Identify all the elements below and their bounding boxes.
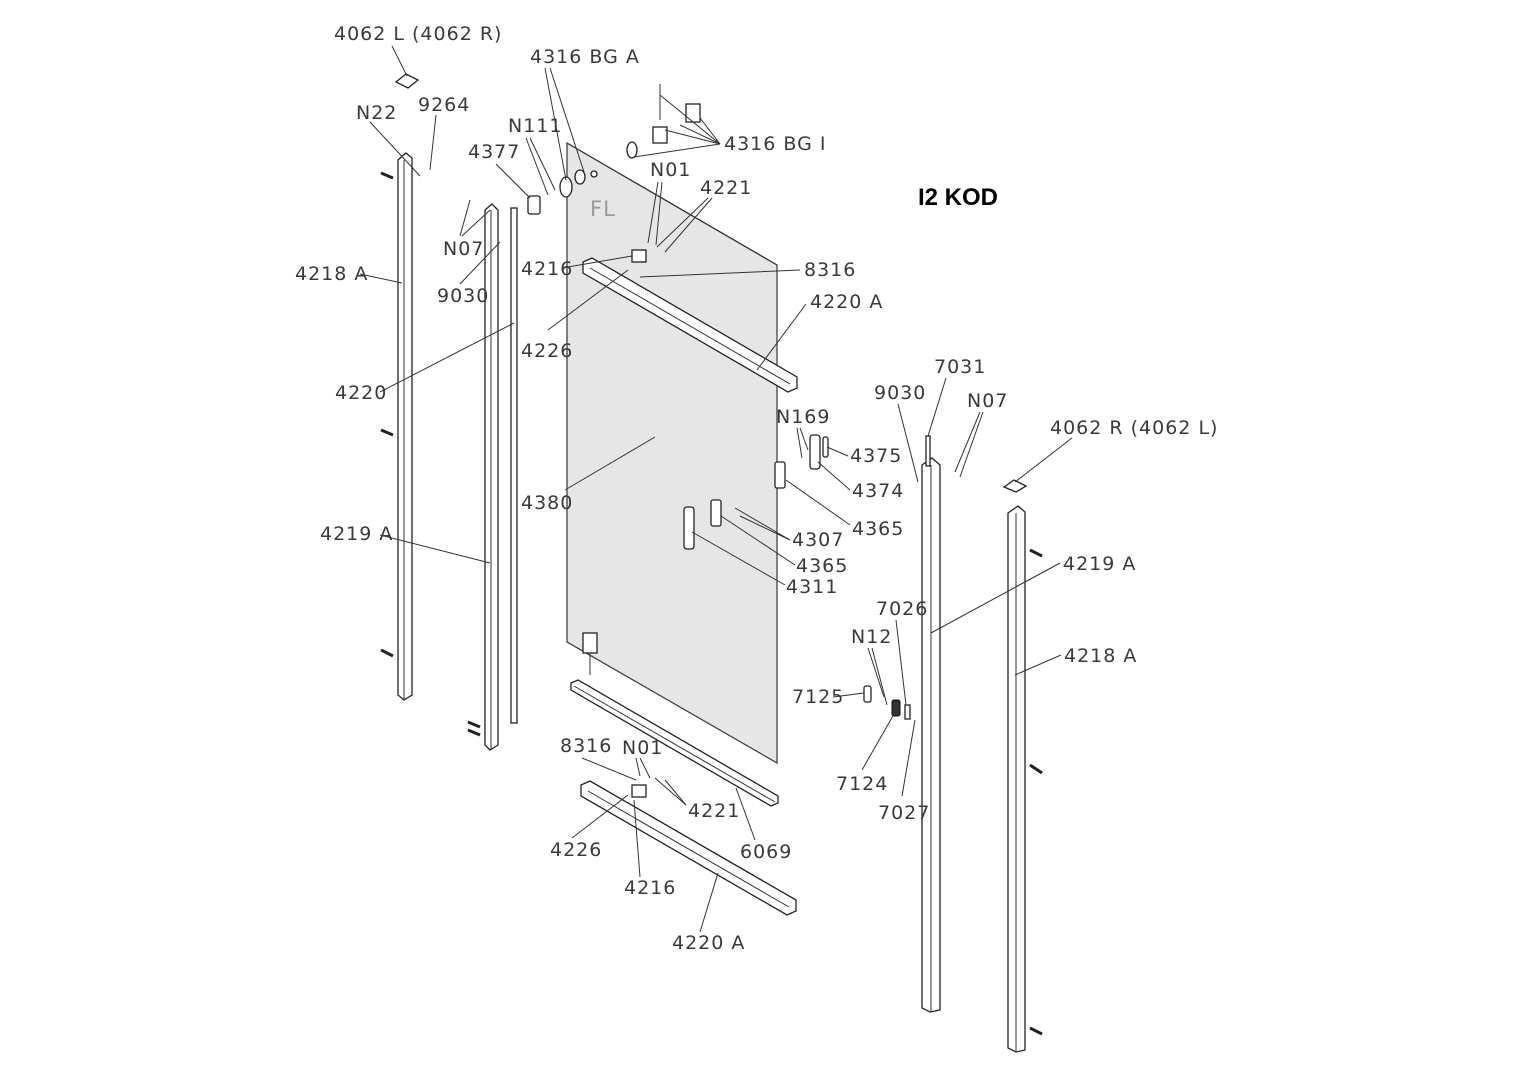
label-4316-BG-I: 4316 BG I — [724, 133, 826, 155]
label-9030-right: 9030 — [874, 382, 926, 404]
label-7031: 7031 — [934, 356, 986, 378]
label-9264: 9264 — [418, 94, 470, 116]
label-N07-left: N07 — [443, 238, 484, 260]
label-4377: 4377 — [468, 141, 520, 163]
label-4218A-right: 4218 A — [1064, 645, 1137, 667]
label-4221-bottom: 4221 — [688, 800, 740, 822]
profile-4218A-left — [397, 152, 413, 701]
label-4220A-bottom: 4220 A — [672, 932, 745, 954]
label-N01-top: N01 — [650, 159, 691, 181]
magnet-7125 — [863, 685, 872, 703]
label-9030-left: 9030 — [437, 285, 489, 307]
label-7124: 7124 — [836, 773, 888, 795]
clamp-4216-top — [631, 249, 647, 263]
label-4380: 4380 — [521, 492, 573, 514]
label-4226-bottom: 4226 — [550, 839, 602, 861]
label-4216-top: 4216 — [521, 258, 573, 280]
hinge-4316-BG-I — [652, 126, 668, 144]
label-4307: 4307 — [792, 529, 844, 551]
label-4218A-left: 4218 A — [295, 263, 368, 285]
label-4375: 4375 — [850, 445, 902, 467]
cover-4377 — [527, 195, 541, 215]
end-cap-4062L — [394, 73, 420, 89]
label-8316-bottom: 8316 — [560, 735, 612, 757]
label-N12: N12 — [851, 626, 892, 648]
label-4216-bottom: 4216 — [624, 877, 676, 899]
label-7125: 7125 — [792, 686, 844, 708]
label-4316-BG-A: 4316 BG A — [530, 46, 640, 68]
profile-4219A-right — [921, 435, 941, 1013]
label-4062L: 4062 L (4062 R) — [334, 23, 502, 45]
label-7027: 7027 — [878, 802, 930, 824]
profile-4218A-right — [1007, 505, 1026, 1053]
label-4311: 4311 — [786, 576, 838, 598]
label-N07-right: N07 — [967, 390, 1008, 412]
screws — [380, 171, 1043, 1036]
leader-lines — [359, 45, 1073, 933]
handle-4311 — [683, 506, 695, 550]
profile-4220-seal — [510, 207, 518, 724]
label-N111: N111 — [508, 115, 562, 137]
glass-marking-fl: FL — [590, 197, 616, 221]
handle-4365 — [774, 461, 786, 489]
label-4220A-top: 4220 A — [810, 291, 883, 313]
label-7026: 7026 — [876, 598, 928, 620]
label-4221-top: 4221 — [700, 177, 752, 199]
label-4219A-right: 4219 A — [1063, 553, 1136, 575]
label-4219A-left: 4219 A — [320, 523, 393, 545]
clamp-4216-bottom — [631, 784, 647, 798]
label-N169: N169 — [776, 406, 830, 428]
hinge-plate-4316-BG-A — [559, 176, 573, 198]
part-labels: 4062 L (4062 R) 4316 BG A N22 9264 N111 … — [295, 23, 1218, 954]
handle-4374 — [809, 434, 821, 470]
label-4220: 4220 — [335, 382, 387, 404]
diagram-code-title: I2 KOD — [918, 184, 998, 211]
label-4365-lower: 4365 — [796, 555, 848, 577]
label-N22: N22 — [356, 102, 397, 124]
glass-bottom-guide — [582, 632, 598, 654]
label-6069: 6069 — [740, 841, 792, 863]
profile-4219A-left — [484, 203, 499, 751]
label-4226-top: 4226 — [521, 340, 573, 362]
bottom-seal-6069 — [570, 679, 779, 807]
label-4374: 4374 — [852, 480, 904, 502]
label-8316-top: 8316 — [804, 259, 856, 281]
label-4365-upper: 4365 — [852, 518, 904, 540]
glass-panel-4380 — [566, 141, 778, 765]
magnet-7124 — [891, 699, 901, 717]
label-4062R: 4062 R (4062 L) — [1050, 417, 1218, 439]
top-rail-4220A — [582, 257, 798, 393]
label-N01-bottom: N01 — [622, 737, 663, 759]
end-cap-4062R — [1002, 479, 1028, 493]
